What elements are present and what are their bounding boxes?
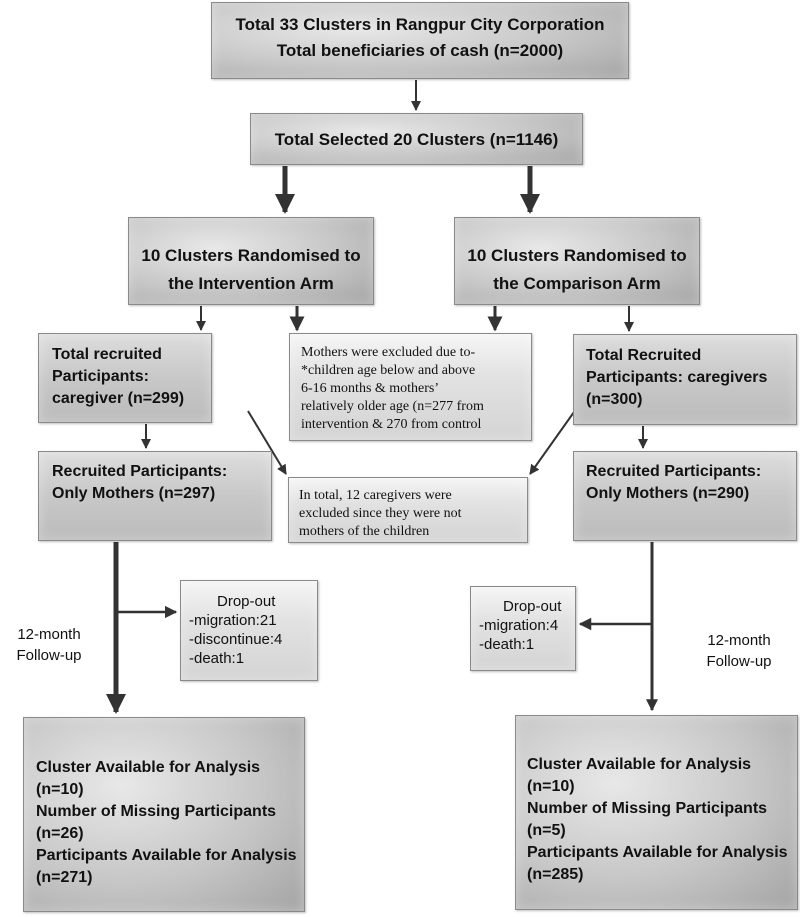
intervention-dropout-migration: -migration:21 xyxy=(189,612,277,629)
intervention-missing-label: Number of Missing Participants xyxy=(36,803,277,820)
comparison-mothers-line1: Recruited Participants: xyxy=(586,463,762,480)
excluded-total-box: In total, 12 caregivers were excluded si… xyxy=(288,477,528,543)
intervention-cluster-available-value: (n=10) xyxy=(36,781,84,798)
intervention-followup-label: 12-month Follow-up xyxy=(10,624,88,666)
excluded-total-line3: mothers of the children xyxy=(299,524,430,539)
comparison-mothers-box: Recruited Participants: Only Mothers (n=… xyxy=(573,451,797,541)
intervention-mothers-line2: Only Mothers (n=297) xyxy=(52,485,216,502)
comparison-mothers-line2: Only Mothers (n=290) xyxy=(586,485,750,502)
intervention-dropout-death: -death:1 xyxy=(189,650,245,667)
comparison-dropout-title: Drop-out xyxy=(503,598,562,615)
intervention-recruited-line2: Participants: xyxy=(52,368,149,385)
total-clusters-title: Total 33 Clusters in Rangpur City Corpor… xyxy=(235,15,605,34)
intervention-followup-line1: 12-month xyxy=(17,626,81,643)
comparison-dropout-box: Drop-out -migration:4 -death:1 xyxy=(470,586,576,671)
comparison-arm-box: 10 Clusters Randomised to the Comparison… xyxy=(454,217,700,305)
intervention-dropout-discontinue: -discontinue:4 xyxy=(189,631,283,648)
intervention-recruited-line1: Total recruited xyxy=(52,346,162,363)
intervention-arm-line1: 10 Clusters Randomised to xyxy=(141,246,361,265)
intervention-analysis-box: Cluster Available for Analysis (n=10) Nu… xyxy=(23,717,305,912)
intervention-recruited-box: Total recruited Participants: caregiver … xyxy=(38,333,212,423)
intervention-cluster-available-label: Cluster Available for Analysis xyxy=(36,759,261,776)
intervention-followup-line2: Follow-up xyxy=(16,647,82,664)
selected-clusters-text: Total Selected 20 Clusters (n=1146) xyxy=(274,130,559,149)
comparison-recruited-line1: Total Recruited xyxy=(586,347,702,364)
comparison-recruited-box: Total Recruited Participants: caregivers… xyxy=(573,334,797,425)
selected-clusters-box: Total Selected 20 Clusters (n=1146) xyxy=(250,113,583,165)
comparison-dropout-migration: -migration:4 xyxy=(479,617,559,634)
comparison-missing-value: (n=5) xyxy=(527,822,566,839)
intervention-mothers-box: Recruited Participants: Only Mothers (n=… xyxy=(38,451,272,541)
comparison-analysis-box: Cluster Available for Analysis (n=10) Nu… xyxy=(515,715,798,910)
excluded-total-line2: excluded since they were not xyxy=(299,506,462,521)
arrow-comp-recruited-to-excluded-total xyxy=(529,411,575,475)
comparison-followup-line1: 12-month xyxy=(707,632,771,649)
intervention-missing-value: (n=26) xyxy=(36,825,84,842)
comparison-missing-label: Number of Missing Participants xyxy=(527,800,768,817)
intervention-mothers-line1: Recruited Participants: xyxy=(52,463,228,480)
excluded-age-box: Mothers were excluded due to- *children … xyxy=(289,333,532,441)
intervention-arm-line2: the Intervention Arm xyxy=(168,274,334,293)
comparison-followup-label: 12-month Follow-up xyxy=(694,630,784,672)
excluded-total-line1: In total, 12 caregivers were xyxy=(299,488,452,503)
comparison-recruited-line3: (n=300) xyxy=(586,391,643,408)
excluded-age-line3: 6-16 months & mothers’ xyxy=(301,381,440,396)
comparison-cluster-available-label: Cluster Available for Analysis xyxy=(527,756,752,773)
intervention-participants-available-value: (n=271) xyxy=(36,869,93,886)
excluded-age-line1: Mothers were excluded due to- xyxy=(301,345,476,360)
intervention-recruited-line3: caregiver (n=299) xyxy=(52,390,185,407)
comparison-participants-available-label: Participants Available for Analysis xyxy=(527,844,788,861)
total-clusters-box: Total 33 Clusters in Rangpur City Corpor… xyxy=(211,2,629,79)
intervention-dropout-box: Drop-out -migration:21 -discontinue:4 -d… xyxy=(180,580,318,681)
intervention-participants-available-label: Participants Available for Analysis xyxy=(36,847,297,864)
comparison-cluster-available-value: (n=10) xyxy=(527,778,575,795)
total-beneficiaries-text: Total beneficiaries of cash (n=2000) xyxy=(276,41,564,60)
comparison-followup-line2: Follow-up xyxy=(706,653,772,670)
excluded-age-line5: intervention & 270 from control xyxy=(301,417,482,432)
intervention-arm-box: 10 Clusters Randomised to the Interventi… xyxy=(128,217,374,305)
excluded-age-line4: relatively older age (n=277 from xyxy=(301,399,484,414)
intervention-dropout-title: Drop-out xyxy=(217,593,276,610)
comparison-dropout-death: -death:1 xyxy=(479,636,535,653)
comparison-arm-line1: 10 Clusters Randomised to xyxy=(467,246,687,265)
comparison-recruited-line2: Participants: caregivers xyxy=(586,369,768,386)
excluded-age-line2: *children age below and above xyxy=(301,363,476,378)
comparison-arm-line2: the Comparison Arm xyxy=(493,274,661,293)
comparison-participants-available-value: (n=285) xyxy=(527,866,584,883)
